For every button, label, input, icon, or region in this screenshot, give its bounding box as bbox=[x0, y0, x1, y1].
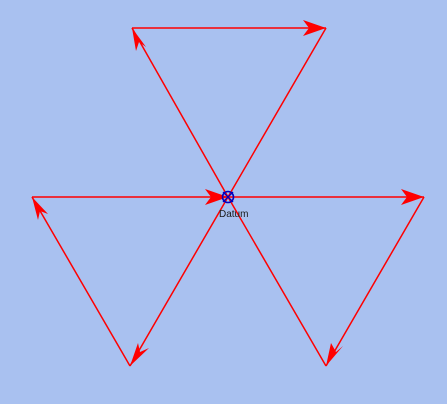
datum-label: Datum bbox=[219, 209, 248, 220]
arrow-icon bbox=[401, 189, 424, 205]
vector-right-side[interactable] bbox=[325, 196, 425, 367]
datum-target-icon[interactable] bbox=[221, 190, 235, 204]
vector-middle-right-horizontal[interactable] bbox=[228, 189, 424, 205]
vector-left-side[interactable] bbox=[31, 196, 131, 367]
arrow-icon bbox=[205, 189, 228, 205]
vector-top-right[interactable] bbox=[227, 27, 327, 198]
arrow-icon bbox=[130, 343, 149, 366]
arrow-icon bbox=[326, 343, 343, 366]
arrow-icon bbox=[303, 20, 326, 36]
vector-top-horizontal[interactable] bbox=[132, 20, 326, 36]
vector-middle-left-horizontal[interactable] bbox=[32, 189, 228, 205]
vector-top-left[interactable] bbox=[131, 27, 229, 198]
vector-bottom-left-diagonal[interactable] bbox=[129, 196, 229, 367]
arrow-icon bbox=[32, 197, 48, 220]
arrow-icon bbox=[132, 28, 146, 51]
vector-bottom-right-diagonal[interactable] bbox=[227, 196, 343, 367]
